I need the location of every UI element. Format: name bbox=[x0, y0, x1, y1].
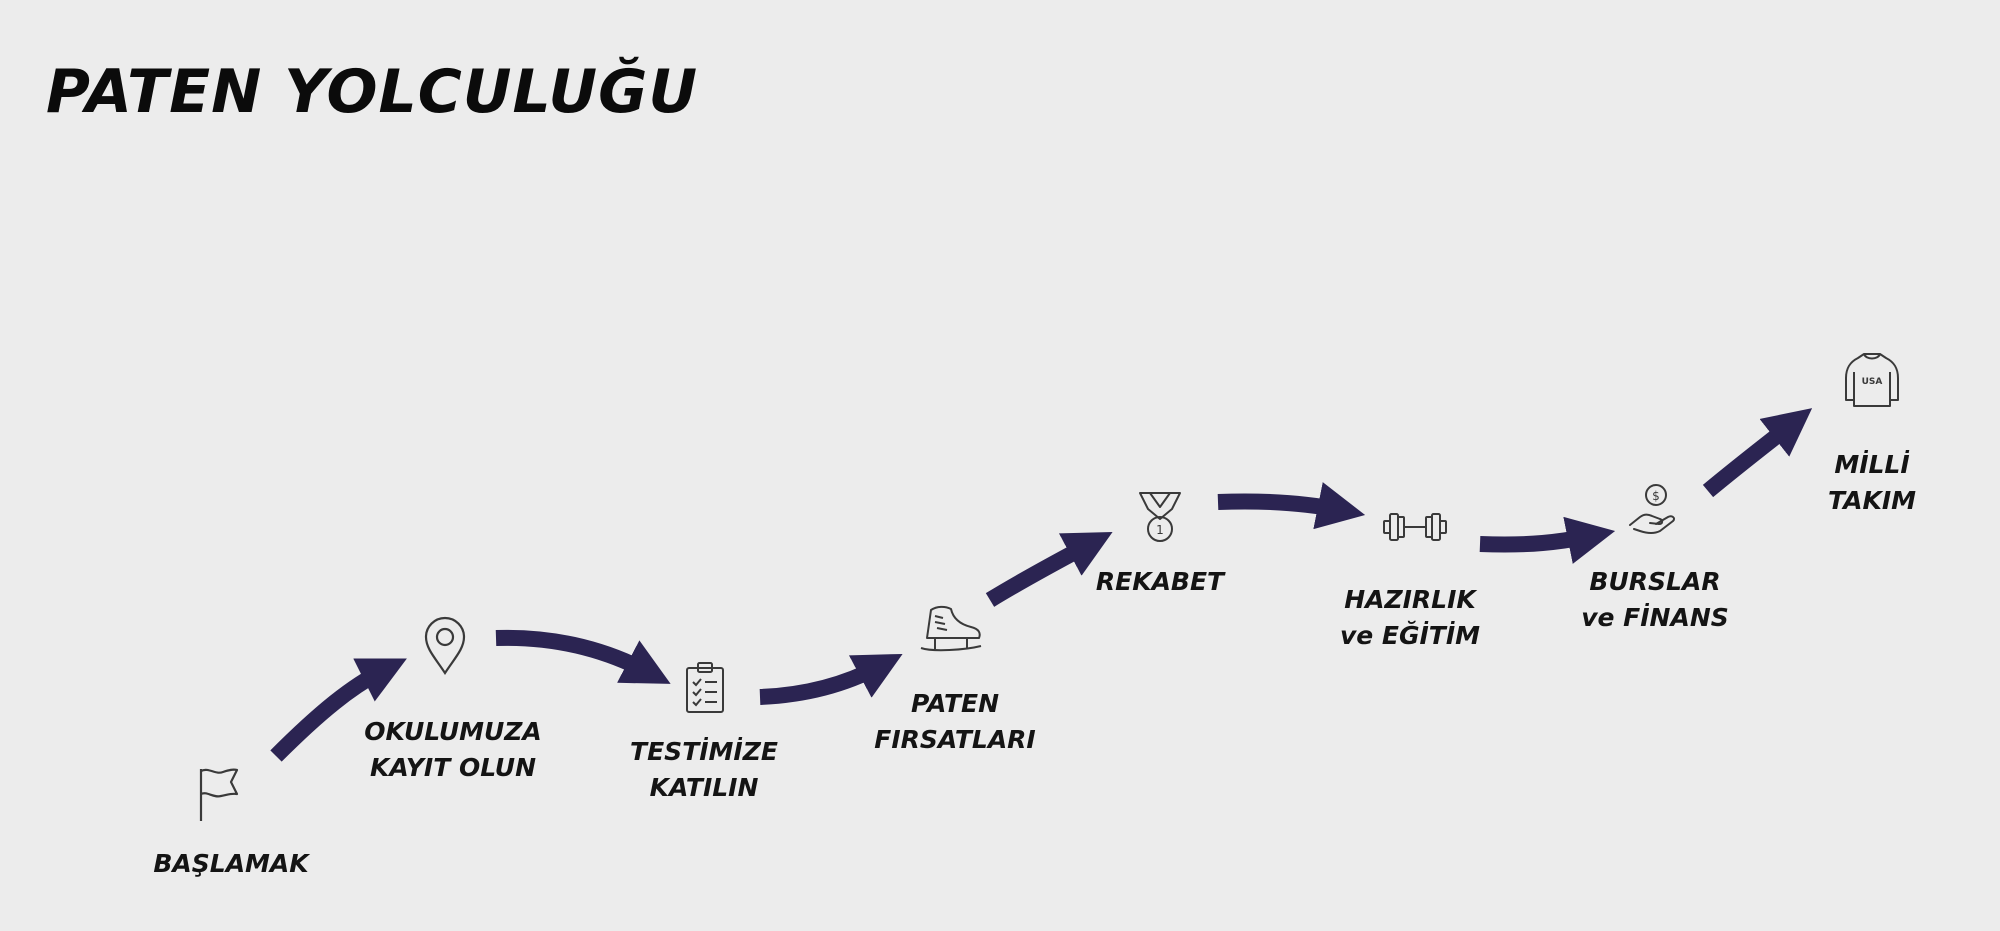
page-title: PATEN YOLCULUĞU bbox=[46, 57, 699, 127]
arrow-1 bbox=[270, 658, 407, 762]
ice-skate-icon bbox=[917, 600, 985, 656]
arrow-7 bbox=[1702, 408, 1813, 498]
arrow-6 bbox=[1479, 516, 1616, 564]
dumbbell-icon bbox=[1382, 509, 1448, 545]
flag-icon bbox=[193, 765, 243, 825]
medal-icon: 1 bbox=[1134, 489, 1186, 545]
step-label-rekabet: REKABET bbox=[1095, 567, 1225, 596]
arrow-4 bbox=[985, 531, 1113, 607]
svg-text:$: $ bbox=[1652, 489, 1660, 503]
usa-jacket-icon: USA bbox=[1842, 350, 1902, 410]
clipboard-checklist-icon bbox=[681, 660, 729, 716]
hand-coin-icon: $ bbox=[1626, 481, 1682, 537]
location-pin-icon bbox=[422, 615, 468, 677]
arrow-3 bbox=[759, 653, 903, 705]
arrow-2 bbox=[495, 629, 671, 684]
jacket-text: USA bbox=[1862, 377, 1883, 387]
arrow-5 bbox=[1217, 482, 1366, 530]
step-label-baslamak: BAŞLAMAK bbox=[153, 849, 309, 878]
svg-text:1: 1 bbox=[1156, 523, 1164, 537]
